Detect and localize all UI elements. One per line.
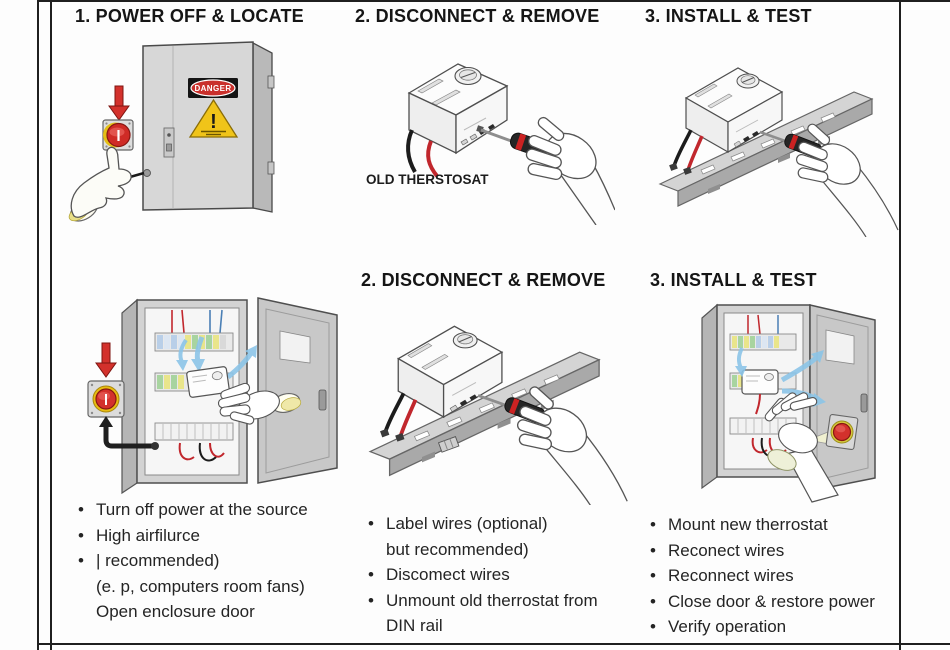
old-thermostat	[407, 63, 509, 155]
bullet-text: Label wires (optional)	[386, 514, 548, 533]
step1-heading: 1. POWER OFF & LOCATE	[75, 6, 304, 26]
bullet-text: Reconnect wires	[668, 566, 794, 586]
red-arrow-down-icon	[108, 85, 130, 121]
bullet-line: • Turn off power at the source	[78, 497, 353, 523]
red-wire	[426, 140, 439, 178]
black-wire	[406, 129, 417, 174]
bullet-line: • High airfilurce	[78, 523, 353, 549]
bullet-text: Reconect wires	[668, 540, 785, 560]
bullet-text: Turn off power at the source	[96, 500, 308, 519]
bullet-line: • Unmount old therrostat from	[368, 588, 643, 614]
glove-hand	[217, 382, 302, 425]
bullet-line: • Discomect wires	[368, 562, 643, 588]
frame-top-line	[37, 0, 950, 2]
bullet-marker: •	[368, 514, 374, 533]
bullet-text: Discomect wires	[386, 565, 510, 585]
bullet-text: Mount new therrostat	[668, 515, 828, 534]
disconnect-illustration	[360, 50, 615, 225]
bullet-marker	[78, 599, 96, 625]
bullet-marker: •	[650, 617, 656, 637]
power-off-illustration: DANGER !	[60, 40, 330, 245]
bullet-text: (e. p, computers room fans)	[96, 576, 305, 596]
bullet-line: • Verify operation	[650, 614, 910, 640]
enclosure-door	[257, 297, 338, 484]
install-test-enclosure-illustration	[658, 288, 908, 503]
bullet-marker: •	[650, 591, 656, 611]
bullet-line: DIN rail	[368, 613, 643, 639]
glove-hand	[68, 146, 132, 222]
step3-heading: 3. INSTALL & TEST	[645, 6, 812, 26]
unmount-thermostat-illustration	[360, 305, 630, 505]
bullet-line: • | recommended)	[78, 548, 353, 574]
bullet-line: • Reconnect wires	[650, 563, 910, 589]
bullet-text: Open enclosure door	[96, 602, 255, 622]
bullet-line: • Mount new therrostat	[650, 512, 910, 538]
bullet-marker	[78, 574, 96, 600]
hand	[525, 116, 615, 225]
electrical-enclosure: DANGER !	[125, 41, 275, 213]
red-arrow-down-icon	[95, 342, 117, 378]
conduit-pipe	[99, 416, 159, 450]
step2-heading: 2. DISCONNECT & REMOVE	[355, 6, 600, 26]
step1-bullet-list: • Turn off power at the source • High airf…	[78, 497, 353, 625]
step3-bullet-list: • Mount new therrostat • Reconect wires • R…	[650, 512, 910, 640]
install-illustration	[658, 52, 908, 237]
step2-heading-row2: 2. DISCONNECT & REMOVE	[361, 270, 606, 290]
bullet-text: Unmount old therrostat from	[386, 590, 598, 610]
bullet-line: (e. p, computers room fans)	[78, 574, 353, 600]
wire-connector	[437, 436, 460, 453]
bullet-text: Close door & restore power	[668, 591, 875, 611]
bullet-line: but recommended)	[368, 537, 643, 563]
restore-power-button	[825, 413, 859, 451]
bullet-marker: •	[650, 515, 656, 534]
bullet-marker: •	[650, 566, 656, 586]
bullet-line: Open enclosure door	[78, 599, 353, 625]
bullet-text: High airfilurce	[96, 525, 200, 545]
emergency-stop-button	[87, 380, 125, 418]
frame-bottom-line	[37, 643, 950, 645]
bullet-marker: •	[368, 590, 374, 610]
thermostat	[741, 369, 779, 415]
danger-sign-text: DANGER	[194, 84, 231, 93]
bullet-marker: •	[78, 525, 84, 545]
bullet-text: DIN rail	[386, 616, 443, 636]
bullet-line: • Reconect wires	[650, 538, 910, 564]
bullet-line: • Close door & restore power	[650, 589, 910, 615]
bullet-marker: •	[368, 565, 374, 585]
old-thermostat-label: OLD THERSTOSAT	[366, 172, 489, 187]
frame-left-line-outer	[37, 0, 39, 650]
door-handle	[163, 127, 175, 158]
bullet-marker: •	[78, 551, 84, 571]
bullet-line: • Label wires (optional)	[368, 511, 643, 537]
warning-mark: !	[210, 111, 217, 133]
bullet-marker: •	[78, 500, 84, 519]
warning-triangle-icon: !	[188, 98, 239, 138]
bullet-text: but recommended)	[386, 539, 529, 559]
thermostat	[186, 366, 230, 398]
danger-sign: DANGER	[188, 78, 238, 98]
bullet-marker: •	[650, 540, 656, 560]
bullet-marker	[368, 537, 386, 563]
blue-arrow-icon	[176, 336, 257, 379]
step2-bullet-list: • Label wires (optional) but recommended)…	[368, 511, 643, 639]
frame-right-line	[899, 0, 901, 650]
bullet-text: | recommended)	[96, 551, 220, 571]
step3-heading-row2: 3. INSTALL & TEST	[650, 270, 817, 290]
bullet-marker	[368, 613, 386, 639]
frame-left-line-inner	[50, 0, 52, 650]
bullet-text: Verify operation	[668, 617, 787, 637]
open-enclosure-illustration	[60, 285, 345, 500]
emergency-stop-button	[102, 119, 134, 151]
